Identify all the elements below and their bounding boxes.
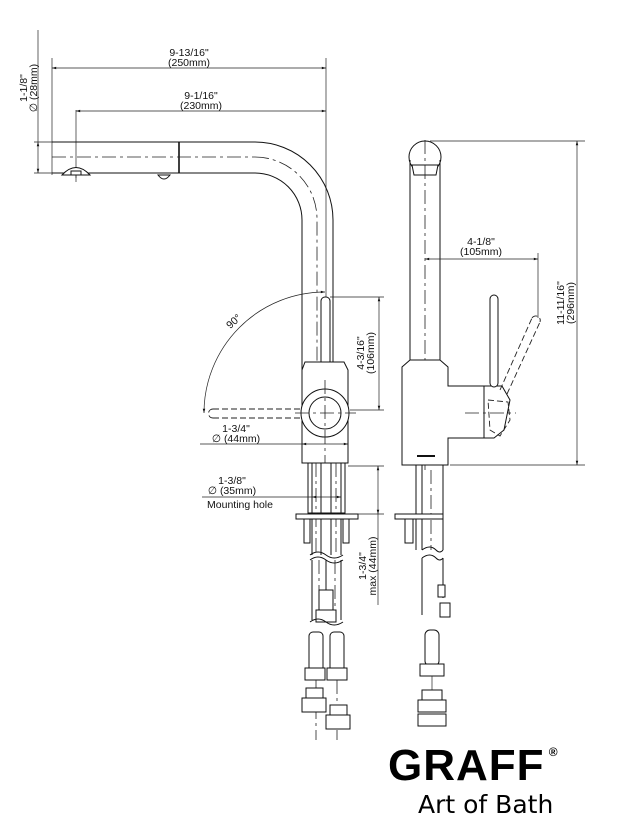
mounting-hole-label: Mounting hole xyxy=(207,499,273,511)
spout-reach-metric: (230mm) xyxy=(180,100,222,112)
overall-height-metric: (296mm) xyxy=(565,282,577,324)
overall-height-imperial: 11-11/16" xyxy=(555,281,567,325)
side-shank-and-supply xyxy=(394,465,451,727)
front-view: 9-13/16" (250mm) 9-1/16" (230mm) 1-1/8" … xyxy=(18,30,384,740)
spout-reach-imperial: 9-1/16" xyxy=(184,90,218,102)
handle-rotated-position xyxy=(208,408,301,419)
spout-diameter-imperial: 1-1/8" xyxy=(18,74,30,102)
brand-mark xyxy=(417,455,435,457)
deck-thickness-imperial: 1-3/4" xyxy=(357,552,369,580)
body-diameter-imperial: 1-3/4" xyxy=(222,423,250,435)
side-view: 4-1/8" (105mm) 11-11/16" (296mm) xyxy=(394,140,585,727)
overall-reach-metric: (250mm) xyxy=(168,57,210,69)
brand-tagline: Art of Bath xyxy=(418,790,554,819)
body-diameter-metric: ∅ (44mm) xyxy=(212,433,260,445)
handle-height-imperial: 4-3/16" xyxy=(355,336,367,370)
rotation-arc xyxy=(202,290,326,414)
handle-reach-imperial: 4-1/8" xyxy=(467,236,495,248)
handle-reach-metric: (105mm) xyxy=(460,246,502,258)
faucet-body xyxy=(295,361,356,470)
handle-height-metric: (106mm) xyxy=(365,332,377,374)
registered-mark: ® xyxy=(548,745,559,759)
shank-and-supply-lines xyxy=(295,462,359,740)
spout-diameter-metric: ∅ (28mm) xyxy=(28,64,40,112)
brand-name: GRAFF xyxy=(388,741,545,790)
brand-logo: GRAFF® xyxy=(388,741,558,790)
deck-thickness-metric: max (44mm) xyxy=(367,537,379,596)
handle-rotation-label: 90° xyxy=(224,312,244,332)
mounting-hole-imperial: 1-3/8" xyxy=(218,475,246,487)
mounting-hole-metric: ∅ (35mm) xyxy=(208,485,256,497)
overall-reach-imperial: 9-13/16" xyxy=(169,47,209,59)
spout xyxy=(52,141,334,470)
